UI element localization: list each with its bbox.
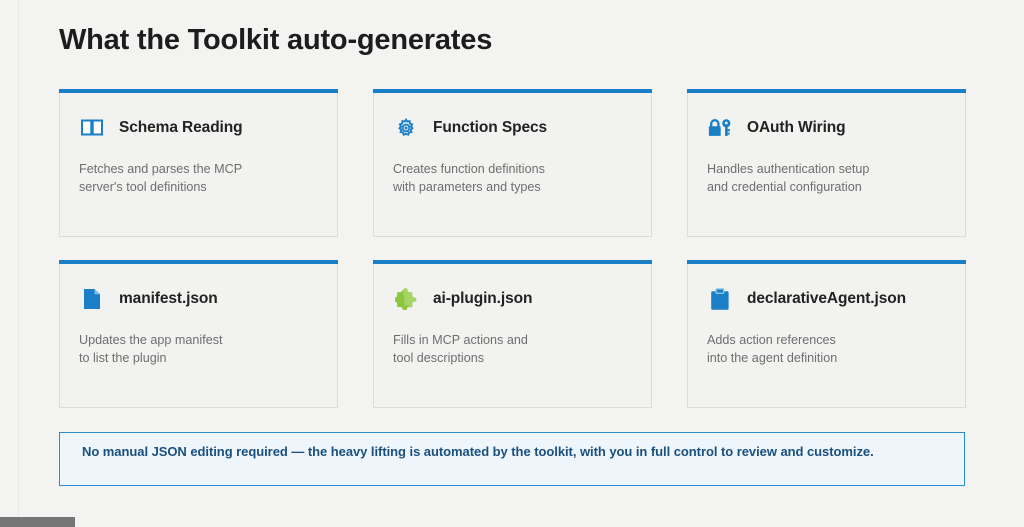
card-header: manifest.json	[79, 286, 318, 312]
footer-callout-banner: No manual JSON editing required — the he…	[59, 432, 965, 486]
card-accent-bar	[373, 89, 652, 93]
puzzle-piece-icon	[393, 286, 419, 312]
card-description: Handles authentication setup and credent…	[707, 162, 870, 194]
card-accent-bar	[59, 260, 338, 264]
feature-card[interactable]: ai-plugin.json Fills in MCP actions and …	[373, 260, 652, 408]
card-accent-bar	[687, 260, 966, 264]
card-title: ai-plugin.json	[433, 290, 533, 307]
card-accent-bar	[59, 89, 338, 93]
feature-card[interactable]: manifest.json Updates the app manifest t…	[59, 260, 338, 408]
feature-card[interactable]: Schema Reading Fetches and parses the MC…	[59, 89, 338, 237]
card-header: Function Specs	[393, 115, 632, 141]
card-accent-bar	[373, 260, 652, 264]
open-book-icon	[79, 115, 105, 141]
feature-card[interactable]: OAuth Wiring Handles authentication setu…	[687, 89, 966, 237]
card-accent-bar	[687, 89, 966, 93]
card-title: declarativeAgent.json	[747, 290, 906, 307]
gear-icon	[393, 115, 419, 141]
card-header: declarativeAgent.json	[707, 286, 946, 312]
card-description: Adds action references into the agent de…	[707, 333, 838, 365]
left-edge-seam	[18, 0, 19, 527]
clipboard-icon	[707, 286, 733, 312]
feature-card[interactable]: declarativeAgent.json Adds action refere…	[687, 260, 966, 408]
lock-key-icon	[707, 115, 733, 141]
card-header: Schema Reading	[79, 115, 318, 141]
feature-card-grid: Schema Reading Fetches and parses the MC…	[59, 89, 966, 408]
card-header: ai-plugin.json	[393, 286, 632, 312]
card-title: OAuth Wiring	[747, 119, 846, 136]
footer-callout-text: No manual JSON editing required — the he…	[82, 444, 874, 459]
page-title: What the Toolkit auto-generates	[59, 24, 493, 56]
card-header: OAuth Wiring	[707, 115, 946, 141]
card-description: Fetches and parses the MCP server's tool…	[79, 162, 243, 194]
feature-card[interactable]: Function Specs Creates function definiti…	[373, 89, 652, 237]
card-title: manifest.json	[119, 290, 218, 307]
card-description: Fills in MCP actions and tool descriptio…	[393, 333, 528, 365]
card-title: Schema Reading	[119, 119, 243, 136]
document-icon	[79, 286, 105, 312]
card-description: Updates the app manifest to list the plu…	[79, 333, 223, 365]
taskbar-sliver	[0, 517, 75, 527]
card-description: Creates function definitions with parame…	[393, 162, 545, 194]
card-title: Function Specs	[433, 119, 548, 136]
